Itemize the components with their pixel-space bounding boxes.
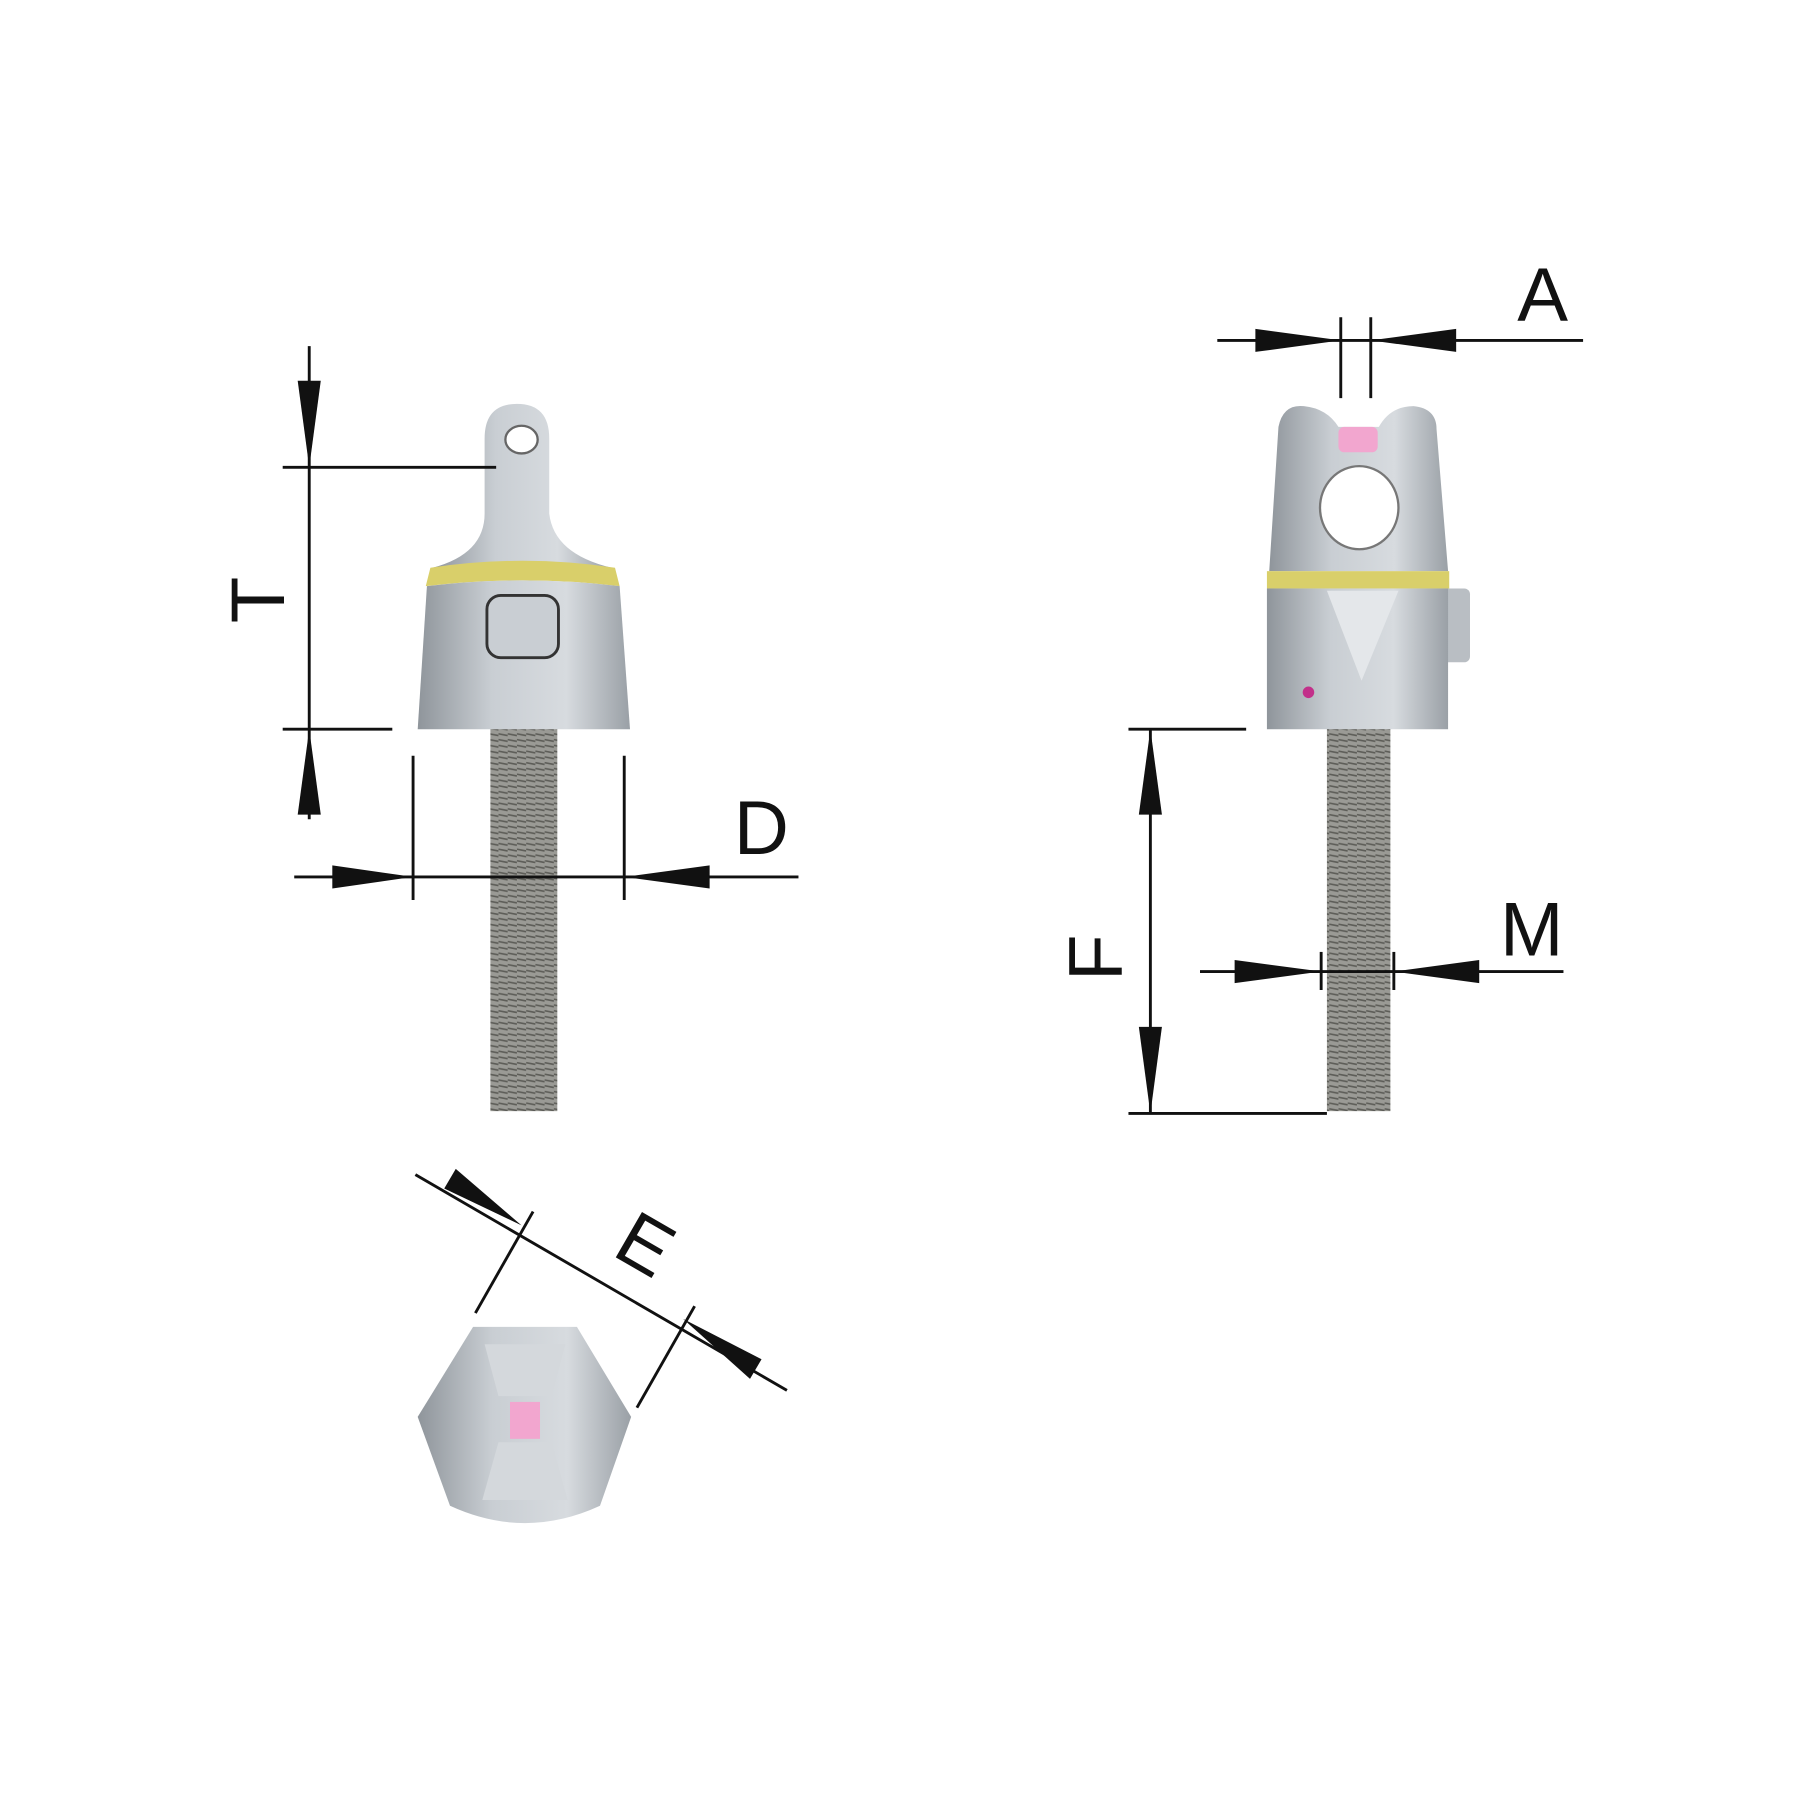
arrow-right-icon [1255,328,1341,352]
dimension-A: A [1217,253,1584,399]
pin-cap [485,593,560,660]
arrow-right-icon [332,865,414,889]
arrow-down-icon [1138,1026,1162,1114]
body-facet [1326,590,1399,681]
label-A: A [1517,253,1568,338]
arrow-right-icon [1234,960,1322,984]
pink-dot [1302,686,1315,699]
pink-pin [1338,426,1378,453]
bottom-lug [482,1442,568,1500]
top-lug [484,1344,566,1397]
arrow-left-icon [1393,960,1480,984]
top-view [417,1326,632,1524]
thread-shank [490,726,558,1112]
arrow-left-icon [1370,328,1457,352]
label-D: D [734,786,789,871]
side-view-front [417,403,630,1112]
arrow-up-icon [1138,729,1162,815]
label-T: T [216,577,301,624]
yellow-ring [425,560,620,587]
dimension-T: T [216,346,497,820]
dimension-D: D [294,755,799,900]
label-F: F [1054,934,1139,981]
label-E: E [602,1195,688,1294]
yellow-ring [1266,571,1450,589]
dimension-M: M [1200,887,1564,990]
arrow-icon [683,1318,762,1379]
side-nub [1442,588,1470,663]
arrow-down-icon [297,380,321,468]
thread-shank [1326,726,1391,1112]
arrow-left-icon [624,865,710,889]
label-M: M [1500,887,1563,972]
dimension-F: F [1054,727,1327,1115]
eye-head [432,403,612,568]
arrow-icon [444,1168,522,1226]
side-view-profile [1266,405,1470,1112]
clevis-hole [1318,464,1400,551]
pink-pin [510,1401,540,1439]
arrow-up-icon [297,729,321,815]
eye-hole [504,424,539,455]
